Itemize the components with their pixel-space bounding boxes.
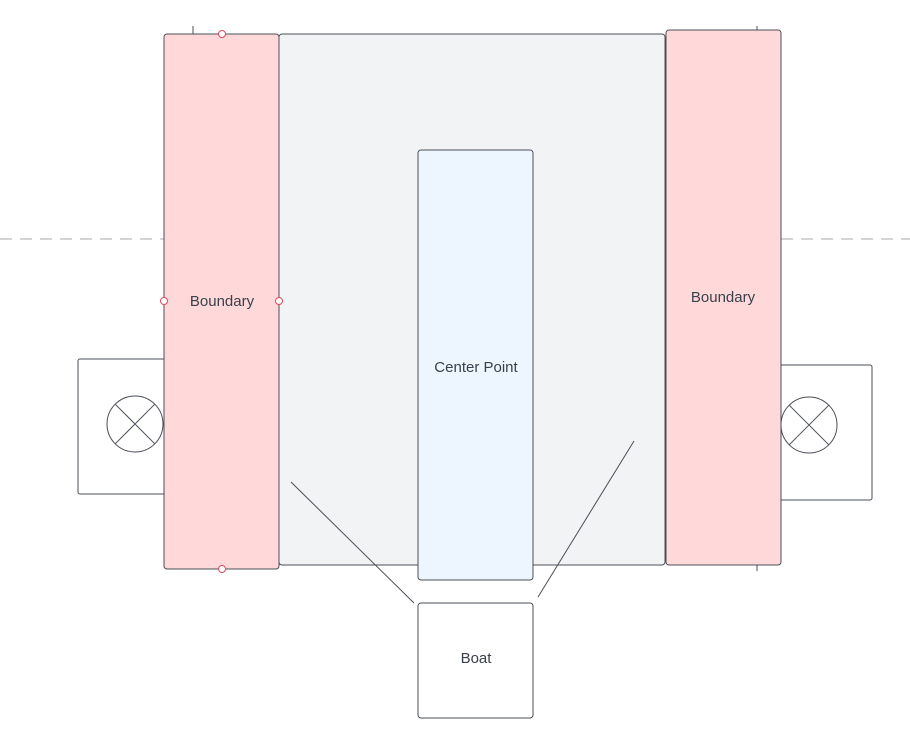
selection-handles[interactable]: [160, 30, 283, 573]
boat-shape[interactable]: Boat: [417, 602, 534, 719]
right-connector-line: [537, 440, 635, 598]
right-boundary-label: Boundary: [691, 289, 756, 306]
right-lamp-icon: [780, 396, 838, 454]
center-point-shape[interactable]: Center Point: [417, 149, 534, 581]
center-point-label: Center Point: [434, 359, 518, 376]
left-boundary-label: Boundary: [190, 293, 255, 310]
handle-right: [275, 297, 283, 305]
right-boundary[interactable]: Boundary: [665, 29, 782, 566]
handle-bottom: [218, 565, 226, 573]
boat-connector-lines[interactable]: [290, 440, 635, 604]
left-connector-line: [290, 481, 415, 604]
boat-label: Boat: [461, 650, 493, 667]
left-lamp-icon: [106, 395, 164, 453]
handle-top: [218, 30, 226, 38]
left-boundary[interactable]: Boundary: [163, 33, 280, 570]
handle-left: [160, 297, 168, 305]
